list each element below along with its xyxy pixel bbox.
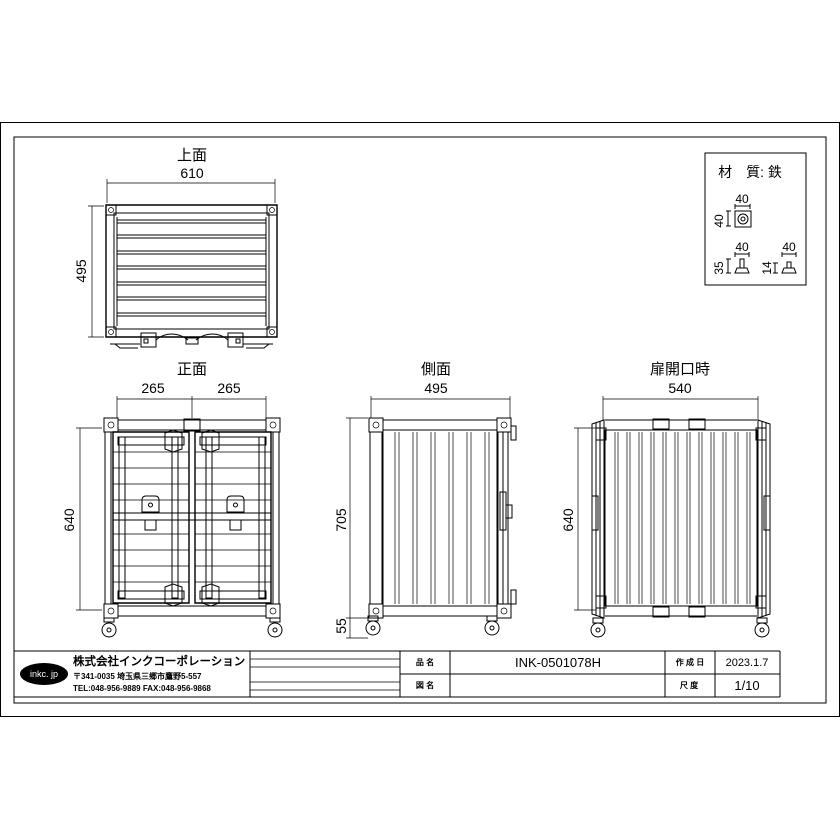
fitting-3-width: 40: [782, 240, 796, 254]
fitting-3-low-foot: [773, 252, 797, 274]
top-view-title: 上面: [177, 147, 207, 164]
top-view-inner-frame: [106, 205, 277, 337]
front-view-corner-bolts: [107, 421, 277, 615]
side-view-door-edge: [497, 425, 517, 605]
door-open-view-height-dimension-line: [574, 427, 596, 611]
top-view-door-hardware: [110, 332, 273, 349]
inner-frame: [13, 136, 827, 704]
front-view-locking-bars: [112, 436, 272, 599]
side-view-corner-blocks: [368, 417, 512, 619]
door-open-view-slats: [614, 432, 751, 604]
top-view-corner-bolts: [108, 207, 275, 335]
side-view-title: 側面: [421, 361, 451, 378]
scale-label: 尺 度: [680, 680, 699, 690]
front-view-center-hasps: [141, 495, 245, 531]
material-box: 材 質: 鉄 40 40 40 35 40 14: [704, 152, 807, 286]
material-box-border: [704, 152, 807, 286]
product-name: INK-0501078H: [515, 655, 601, 670]
door-open-view-rails: [604, 419, 758, 617]
side-view-frame: [369, 419, 498, 617]
fitting-2-adjuster-foot: [726, 252, 750, 274]
door-open-view-casters: [590, 617, 770, 638]
side-view-corner-bolts: [372, 421, 508, 615]
fitting-3-height: 14: [760, 261, 774, 275]
top-view: 上面 610 495: [73, 147, 278, 349]
front-view-height-dimension-line: [76, 427, 102, 611]
front-view-left-door-dimension: 265: [141, 380, 165, 396]
door-open-view: 扉開口時 540 640: [560, 361, 771, 638]
top-view-frame: [105, 204, 278, 338]
door-open-view-width-dimension-line: [602, 396, 759, 420]
title-block-grid: [14, 650, 781, 698]
side-view-casters: [365, 615, 500, 636]
fitting-1-width: 40: [735, 192, 749, 206]
company-logo-text: inkc. jp: [30, 669, 58, 679]
fitting-1-height: 40: [712, 214, 726, 228]
fitting-1-base-plate: [726, 204, 752, 228]
company-address: 〒341-0035 埼玉県三郷市鷹野5-557: [73, 671, 202, 681]
material-label: 材 質: 鉄: [718, 164, 782, 180]
door-open-view-width-dimension: 540: [668, 380, 692, 396]
side-view: 側面 495 705 55: [333, 361, 517, 639]
created-date: 2023.1.7: [726, 657, 769, 669]
side-view-corrugated-panel: [394, 432, 490, 604]
company-name: 株式会社インクコーポレーション: [73, 654, 245, 668]
top-view-slats: [116, 217, 267, 326]
front-view-top-latches: [117, 429, 267, 453]
drawing-name-label: 図 名: [416, 680, 434, 690]
scale-value: 1/10: [734, 678, 759, 693]
side-view-caster-dimension: 55: [333, 618, 349, 634]
front-view-corner-blocks: [103, 417, 281, 619]
door-open-view-right-door: [755, 419, 771, 619]
front-view-height-dimension: 640: [61, 508, 77, 532]
front-view-casters: [101, 617, 283, 638]
title-block: inkc. jp 株式会社インクコーポレーション 〒341-0035 埼玉県三郷…: [14, 650, 781, 698]
side-view-width-dimension: 495: [424, 380, 448, 396]
front-view-title: 正面: [177, 361, 207, 378]
side-view-width-dimension-line: [370, 396, 511, 418]
top-view-width-dimension-line: [106, 179, 276, 203]
fitting-2-height: 35: [712, 261, 726, 275]
front-view-right-door-dimension: 265: [217, 380, 241, 396]
top-view-width-dimension: 610: [180, 165, 204, 181]
front-view-posts-and-rails: [104, 419, 280, 617]
front-view-door-slats: [113, 451, 271, 583]
front-view-width-dimension-line: [116, 396, 267, 418]
top-view-depth-dimension-line: [88, 205, 104, 338]
company-contact: TEL:048-956-9889 FAX:048-956-9868: [73, 684, 211, 693]
top-view-depth-dimension: 495: [73, 259, 89, 283]
door-open-view-height-dimension: 640: [560, 508, 576, 532]
front-view: 正面 265 265 640: [61, 361, 283, 638]
front-view-bottom-latches: [117, 583, 267, 607]
created-date-label: 作 成 日: [676, 657, 704, 667]
title-block-ruled-lines: [250, 658, 400, 691]
company-logo: [20, 663, 68, 685]
side-view-height-dimension-line: [346, 417, 368, 639]
door-open-view-title: 扉開口時: [650, 361, 710, 378]
front-view-doors: [112, 431, 272, 604]
side-view-height-dimension: 705: [333, 508, 349, 532]
product-name-label: 品 名: [416, 657, 434, 667]
fitting-2-width: 40: [735, 240, 749, 254]
door-open-view-left-door: [591, 419, 607, 619]
door-open-view-rail-connectors: [652, 418, 706, 618]
